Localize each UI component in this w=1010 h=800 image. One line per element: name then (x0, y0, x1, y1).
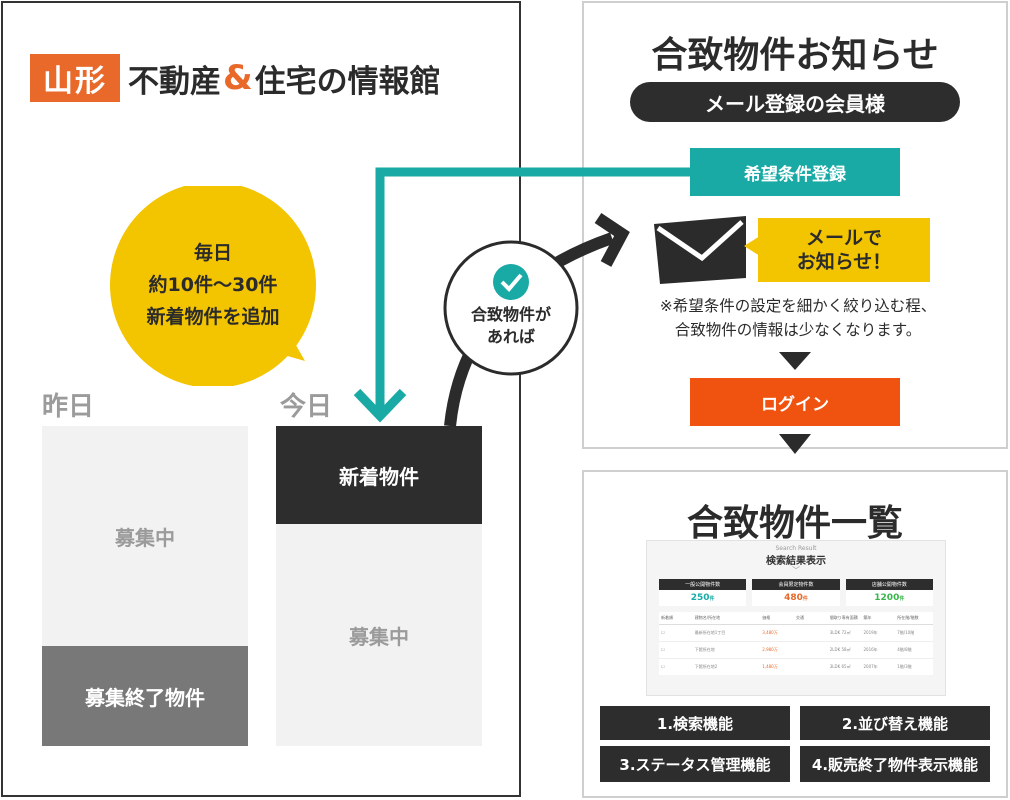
table-row[interactable]: ☐ 最新所在地1丁目 3,480万 3LDK 72㎡ 2019年 7階/10階 (659, 625, 933, 642)
note-line-2: 合致物件の情報は少なくなります。 (674, 321, 922, 339)
thumb-stat: 店舗公開物件数 1200件 (845, 579, 933, 606)
note-line-1: ※希望条件の設定を細かく絞り込む程、 (659, 297, 937, 315)
match-badge-text: 合致物件が あれば (441, 304, 581, 348)
thumb-stat-value: 250件 (690, 593, 715, 603)
thumb-stat-label: 店舗公開物件数 (845, 579, 933, 590)
logo-text-after: 住宅の情報館 (254, 63, 441, 100)
feature-search: 1.検索機能 (600, 706, 790, 740)
speech-bubble (110, 186, 316, 386)
thumb-stat: 一般公開物件数 250件 (659, 579, 747, 606)
today-recruiting: 募集中 (276, 524, 482, 746)
thumb-stat-value: 480件 (784, 593, 808, 603)
thumb-stat: 会員限定物件数 480件 (752, 579, 840, 606)
bubble-line-1: 毎日 (193, 242, 232, 264)
thumb-heading: 検索結果表示 (766, 556, 826, 567)
logo-mark: 山形 (30, 54, 120, 102)
thumb-table: 新着順 建物名/所在地 価格 交通 間取り専有面積 築年 所在階/階数 ☐ 最新… (659, 612, 933, 675)
thumb-eyebrow: Search Result (775, 545, 817, 552)
table-row[interactable]: ☐ 下館所在地2 1,480万 3LDK 65㎡ 2007年 1階/3階 (661, 664, 912, 669)
condition-note: ※希望条件の設定を細かく絞り込む程、 合致物件の情報は少なくなります。 (600, 294, 996, 342)
thumb-table-header: 新着順 建物名/所在地 価格 交通 間取り専有面積 築年 所在階/階数 (659, 612, 933, 625)
yesterday-label: 昨日 (42, 392, 95, 422)
feature-status: 3.ステータス管理機能 (600, 746, 790, 782)
down-triangle-icon (779, 352, 811, 370)
thumb-stat-label: 一般公開物件数 (659, 579, 747, 590)
notify-title: 合致物件お知らせ (651, 35, 939, 76)
member-pill: メール登録の会員様 (630, 82, 960, 122)
down-triangle-icon-2 (779, 434, 811, 454)
result-thumbnail: Search Result 検索結果表示 ﹀ 一般公開物件数 250件 会員限定… (646, 540, 946, 696)
match-badge-line-2: あれば (486, 327, 535, 346)
thumb-stat-value: 1200件 (874, 593, 905, 603)
yesterday-recruiting: 募集中 (42, 426, 248, 646)
bubble-line-3: 新着物件を追加 (146, 306, 280, 328)
match-badge-circle (443, 240, 579, 376)
mail-notice-line-1: メールで (805, 227, 882, 249)
list-title: 合致物件一覧 (686, 503, 903, 544)
match-badge-line-1: 合致物件が (470, 305, 551, 324)
logo-text: 不動産 & 住宅の情報館 (128, 54, 441, 102)
feature-closed-listings: 4.販売終了物件表示機能 (800, 746, 990, 782)
register-button[interactable]: 希望条件登録 (690, 148, 900, 196)
envelope-icon (654, 216, 746, 284)
login-button[interactable]: ログイン (690, 378, 900, 426)
logo-ampersand: & (223, 58, 253, 98)
logo-text-before: 不動産 (128, 63, 221, 100)
table-row[interactable]: ☐ 下館所在地 2,980万 2LDK 58㎡ 2016年 4階/8階 (659, 642, 933, 659)
today-label: 今日 (280, 392, 333, 422)
feature-sort: 2.並び替え機能 (800, 706, 990, 740)
mail-notice-pointer (744, 236, 760, 256)
thumb-stat-label: 会員限定物件数 (752, 579, 840, 590)
bubble-text: 毎日 約10件〜30件 新着物件を追加 (110, 196, 316, 374)
mail-notice: メールで お知らせ！ (758, 218, 930, 282)
today-new: 新着物件 (276, 426, 482, 524)
yesterday-closed: 募集終了物件 (42, 646, 248, 746)
thumb-stats: 一般公開物件数 250件 会員限定物件数 480件 店舗公開物件数 1200件 (647, 575, 945, 606)
bubble-line-2: 約10件〜30件 (148, 274, 278, 296)
mail-notice-line-2: お知らせ！ (796, 251, 892, 273)
thumb-chevron-icon: ﹀ (792, 566, 800, 575)
